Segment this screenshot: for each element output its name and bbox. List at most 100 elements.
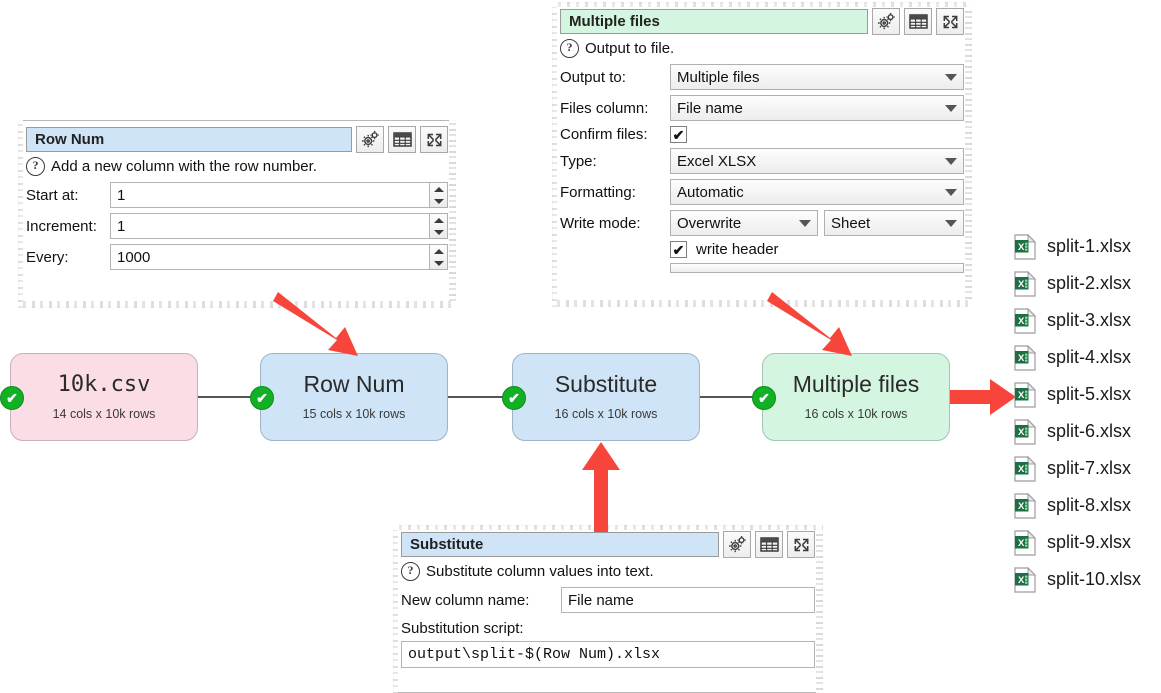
list-item[interactable]: X split-2.xlsx: [1014, 265, 1141, 302]
flow-node-row-num[interactable]: ✔ Row Num 15 cols x 10k rows: [250, 353, 448, 441]
annotation-arrow-rownum: [273, 292, 358, 356]
flow-node-multiple-files[interactable]: ✔ Multiple files 16 cols x 10k rows: [752, 353, 950, 441]
start-at-input[interactable]: 1: [110, 182, 430, 208]
excel-file-icon: X: [1014, 270, 1037, 297]
gears-icon[interactable]: [356, 126, 384, 153]
node-title: Row Num: [303, 371, 405, 397]
panel-torn-edge-right: [965, 2, 972, 307]
svg-text:X: X: [1018, 316, 1025, 327]
panel-title-input[interactable]: Substitute: [401, 532, 719, 557]
clipped-row: [560, 263, 964, 273]
svg-text:X: X: [1018, 464, 1025, 475]
output-file-list: X split-1.xlsx X split-2.xlsx X: [1014, 228, 1141, 598]
write-mode-row: Write mode: Overwrite Sheet: [560, 210, 964, 236]
panel-title-input[interactable]: Row Num: [26, 127, 352, 152]
panel-header: Multiple files: [560, 8, 964, 35]
chevron-down-icon: [945, 219, 957, 227]
confirm-files-checkbox[interactable]: ✔: [670, 126, 687, 143]
file-name: split-7.xlsx: [1047, 458, 1132, 478]
svg-text:X: X: [1018, 575, 1025, 586]
flow-node-substitute[interactable]: ✔ Substitute 16 cols x 10k rows: [502, 353, 700, 441]
type-value: Excel XLSX: [677, 152, 757, 170]
panel-torn-edge-left: [552, 2, 557, 307]
list-item[interactable]: X split-9.xlsx: [1014, 524, 1141, 561]
type-select[interactable]: Excel XLSX: [670, 148, 964, 174]
files-column-label: Files column:: [560, 99, 649, 117]
formatting-select[interactable]: Automatic: [670, 179, 964, 205]
increment-label: Increment:: [26, 217, 97, 235]
panel-torn-edge-left: [18, 120, 23, 308]
output-to-select[interactable]: Multiple files: [670, 64, 964, 90]
expand-icon[interactable]: [420, 126, 448, 153]
list-item[interactable]: X split-10.xlsx: [1014, 561, 1141, 598]
question-mark-icon[interactable]: ?: [560, 39, 579, 58]
panel-title-input[interactable]: Multiple files: [560, 9, 868, 34]
expand-icon[interactable]: [787, 531, 815, 558]
files-column-select[interactable]: File name: [670, 95, 964, 121]
new-column-name-label: New column name:: [401, 591, 530, 609]
clipped-select[interactable]: [670, 263, 964, 273]
table-icon[interactable]: [388, 126, 416, 153]
node-title: Substitute: [554, 371, 658, 397]
write-header-label: write header: [696, 241, 779, 258]
excel-file-icon: X: [1014, 307, 1037, 334]
status-badge: ✔: [502, 386, 526, 410]
file-name: split-3.xlsx: [1047, 310, 1132, 330]
svg-text:X: X: [1018, 390, 1025, 401]
excel-file-icon: X: [1014, 566, 1037, 593]
node-subtitle: 16 cols x 10k rows: [554, 407, 658, 421]
file-name: split-6.xlsx: [1047, 421, 1132, 441]
node-subtitle: 14 cols x 10k rows: [52, 406, 156, 421]
every-stepper[interactable]: [430, 244, 448, 270]
list-item[interactable]: X split-7.xlsx: [1014, 450, 1141, 487]
formatting-value: Automatic: [677, 183, 744, 201]
output-to-label: Output to:: [560, 68, 626, 86]
write-mode-select[interactable]: Overwrite: [670, 210, 818, 236]
increment-input[interactable]: 1: [110, 213, 430, 239]
start-at-row: Start at: 1: [26, 182, 448, 208]
file-name: split-9.xlsx: [1047, 532, 1132, 552]
file-name: split-4.xlsx: [1047, 347, 1132, 367]
list-item[interactable]: X split-1.xlsx: [1014, 228, 1141, 265]
chevron-down-icon: [945, 104, 957, 112]
annotation-arrow-substitute: [582, 442, 620, 532]
table-icon[interactable]: [904, 8, 932, 35]
gears-icon[interactable]: [723, 531, 751, 558]
node-title: 10k.csv: [57, 371, 151, 397]
panel-header: Row Num: [26, 126, 448, 153]
svg-text:X: X: [1018, 427, 1025, 438]
new-column-name-input[interactable]: File name: [561, 587, 815, 613]
excel-file-icon: X: [1014, 418, 1037, 445]
gears-icon[interactable]: [872, 8, 900, 35]
panel-torn-edge-bottom: [18, 301, 456, 308]
write-header-checkbox[interactable]: ✔: [670, 241, 687, 258]
question-mark-icon[interactable]: ?: [401, 562, 420, 581]
file-name: split-1.xlsx: [1047, 236, 1132, 256]
svg-text:X: X: [1018, 242, 1025, 253]
new-column-name-row: New column name: File name: [401, 587, 815, 613]
question-mark-icon[interactable]: ?: [26, 157, 45, 176]
flow-node-10k-csv[interactable]: ✔ 10k.csv 14 cols x 10k rows: [0, 353, 198, 441]
excel-file-icon: X: [1014, 455, 1037, 482]
expand-icon[interactable]: [936, 8, 964, 35]
node-title: Multiple files: [792, 371, 920, 397]
description-text: Output to file.: [585, 40, 675, 57]
excel-file-icon: X: [1014, 344, 1037, 371]
excel-file-icon: X: [1014, 492, 1037, 519]
list-item[interactable]: X split-8.xlsx: [1014, 487, 1141, 524]
write-mode-label: Write mode:: [560, 214, 641, 232]
list-item[interactable]: X split-6.xlsx: [1014, 413, 1141, 450]
substitution-script-input[interactable]: output\split-$(Row Num).xlsx: [401, 641, 815, 668]
start-at-stepper[interactable]: [430, 182, 448, 208]
list-item[interactable]: X split-5.xlsx: [1014, 376, 1141, 413]
confirm-files-row: Confirm files: ✔: [560, 126, 964, 143]
list-item[interactable]: X split-3.xlsx: [1014, 302, 1141, 339]
increment-stepper[interactable]: [430, 213, 448, 239]
write-target-select[interactable]: Sheet: [824, 210, 964, 236]
every-input[interactable]: 1000: [110, 244, 430, 270]
table-icon[interactable]: [755, 531, 783, 558]
list-item[interactable]: X split-4.xlsx: [1014, 339, 1141, 376]
panel-description: ? Output to file.: [560, 39, 964, 58]
svg-text:X: X: [1018, 353, 1025, 364]
panel-torn-edge-left: [393, 525, 398, 693]
